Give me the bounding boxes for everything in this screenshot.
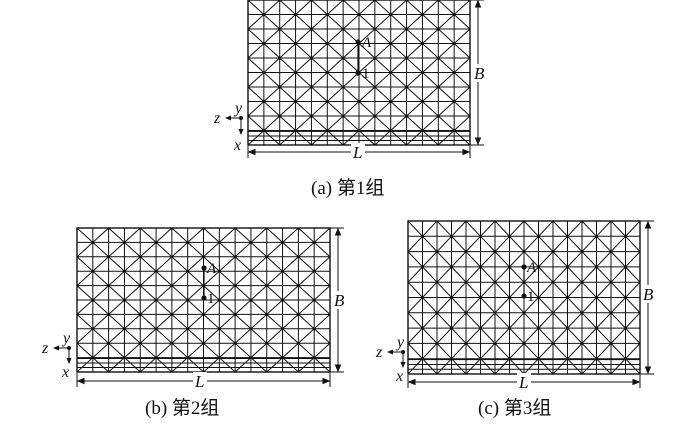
axis-x-label: x <box>61 364 69 381</box>
panel-b: A 1 B L z y x (b) 第2组 <box>41 227 346 419</box>
point-a-label: A <box>361 35 372 51</box>
width-dimension-label: B <box>474 64 485 83</box>
point-a-label: A <box>526 260 537 276</box>
axis-y-label: y <box>233 100 243 117</box>
axis-triad: z y x <box>375 334 406 385</box>
point-a-label: A <box>206 261 217 277</box>
point-1-label: 1 <box>362 66 370 82</box>
point-1-label: 1 <box>207 291 215 307</box>
axis-x-label: x <box>395 368 403 385</box>
length-dimension-label: L <box>518 373 528 392</box>
point-a-marker <box>355 39 361 45</box>
point-1-marker <box>521 293 527 299</box>
axis-z-label: z <box>375 344 383 361</box>
length-dimension-label: L <box>194 372 204 391</box>
panel-b-caption: (b) 第2组 <box>145 397 219 419</box>
point-1-label: 1 <box>527 289 535 305</box>
width-dimension-label: B <box>643 285 654 304</box>
panel-c-caption: (c) 第3组 <box>478 397 551 419</box>
axis-z-label: z <box>41 340 49 357</box>
point-a-marker <box>201 265 207 271</box>
panel-a: A 1 B L z y x <box>213 0 486 199</box>
axis-triad: z y x <box>213 100 244 154</box>
width-dimension-label: B <box>334 291 345 310</box>
point-1-marker <box>355 70 361 76</box>
length-dimension-label: L <box>352 143 362 162</box>
axis-x-label: x <box>233 137 241 154</box>
point-1-marker <box>201 295 207 301</box>
point-a-marker <box>521 264 527 270</box>
axis-y-label: y <box>61 330 71 347</box>
panel-a-caption: (a) 第1组 <box>311 177 384 199</box>
axis-z-label: z <box>213 110 221 127</box>
axis-y-label: y <box>395 334 405 351</box>
axis-triad: z y x <box>41 330 72 381</box>
panel-c: A 1 B L z y x (c) 第3组 <box>375 220 655 419</box>
